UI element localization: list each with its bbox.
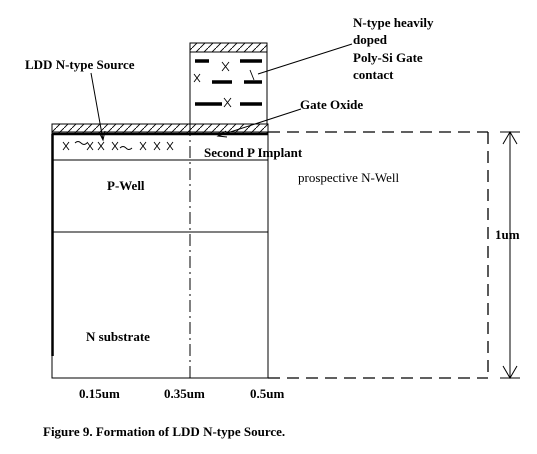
prospective-n-well-boundary <box>268 131 489 379</box>
label-second-p-implant: Second P Implant <box>204 145 303 160</box>
label-n-substrate: N substrate <box>86 329 150 344</box>
label-ldd-source: LDD N-type Source <box>25 57 135 72</box>
gate-oxide-layer <box>51 123 269 135</box>
label-gate-oxide: Gate Oxide <box>300 97 363 112</box>
dimension-arrow-1um <box>500 131 520 379</box>
label-nplus-line1: N-type heavily <box>353 15 434 30</box>
p-well-region <box>51 159 269 233</box>
poly-gate-marks <box>193 61 255 108</box>
label-1um: 1um <box>495 227 520 242</box>
poly-gate-block <box>189 42 268 125</box>
figure-caption: Figure 9. Formation of LDD N-type Source… <box>43 424 285 439</box>
leader-lines <box>90 43 353 142</box>
label-p-well: P-Well <box>107 178 145 193</box>
label-prospective-n-well: prospective N-Well <box>298 170 400 185</box>
substrate-outline <box>51 131 269 379</box>
poly-gate-dopant-dashes <box>195 59 262 106</box>
tick-label-05: 0.5um <box>250 386 284 401</box>
poly-gate-hatched-top <box>189 42 268 53</box>
label-nplus-line3: Poly-Si Gate <box>353 50 423 65</box>
tick-label-035: 0.35um <box>164 386 205 401</box>
ldd-implant-marks <box>62 141 174 151</box>
tick-label-015: 0.15um <box>79 386 120 401</box>
label-nplus-line2: doped <box>353 32 388 47</box>
label-nplus-line4: contact <box>353 67 394 82</box>
